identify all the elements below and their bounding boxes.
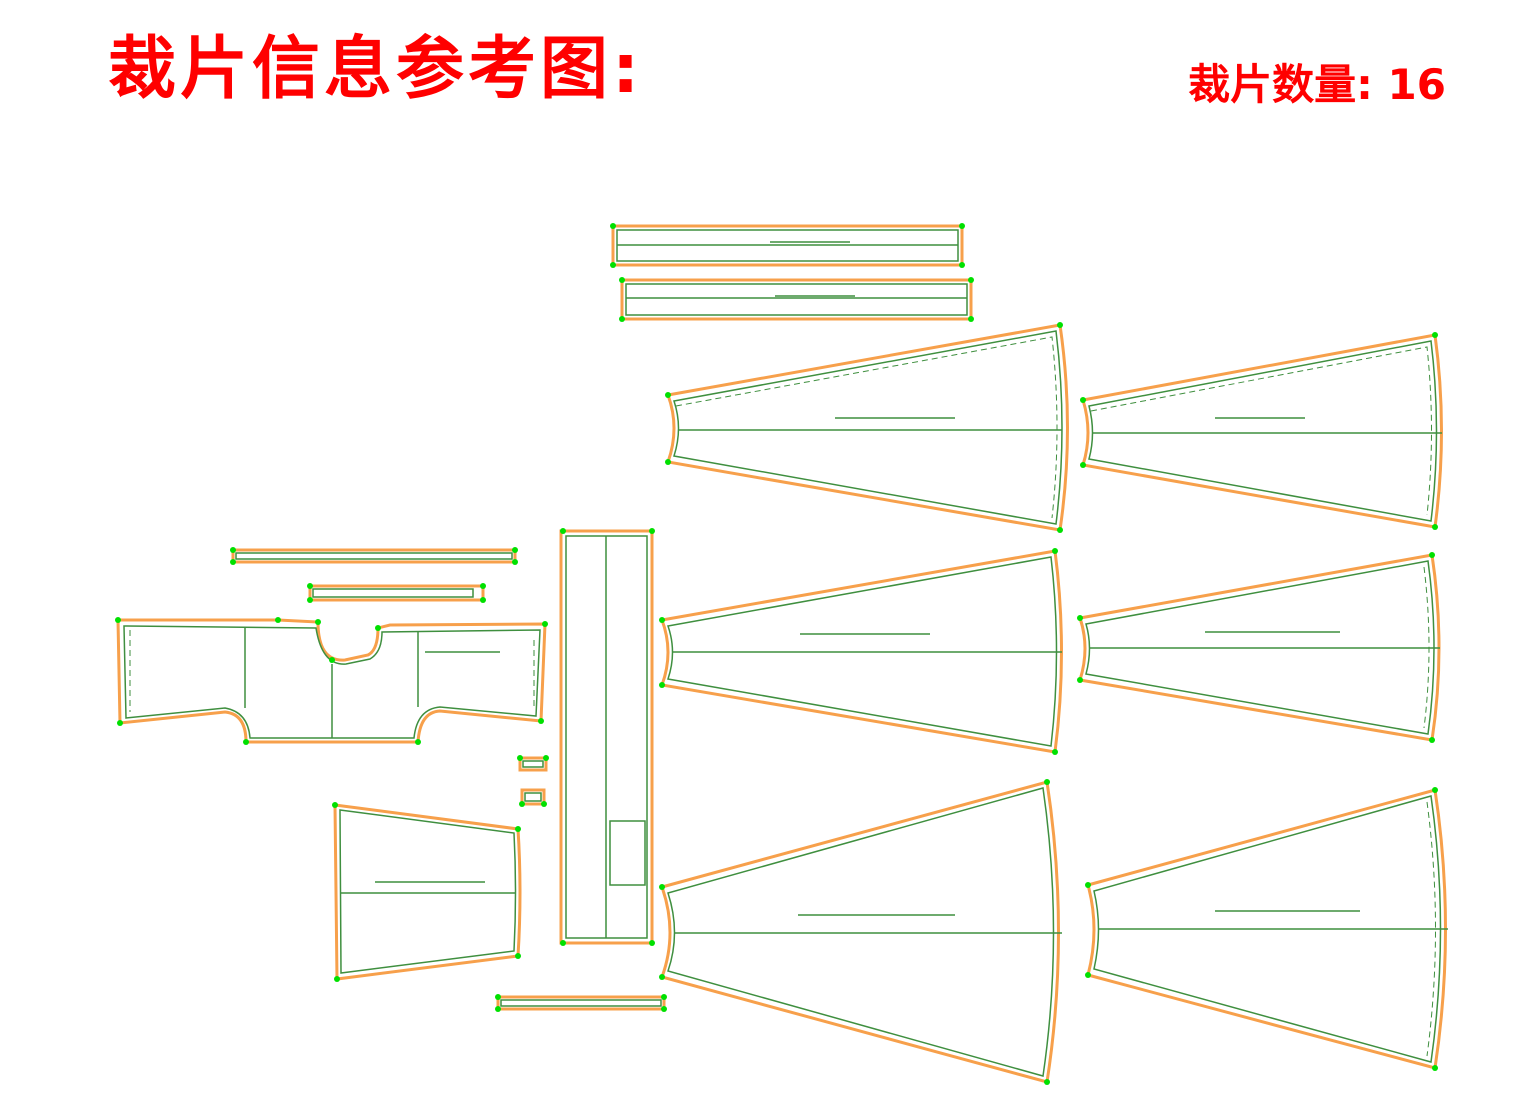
corner-point <box>659 617 665 623</box>
pattern-piece-bodice <box>116 618 547 744</box>
corner-point <box>243 739 249 745</box>
pattern-piece-small-strip-3 <box>496 995 666 1011</box>
page-title: 裁片信息参考图: <box>108 30 644 109</box>
pattern-piece-tab-1 <box>518 756 548 772</box>
corner-point <box>959 223 965 229</box>
pattern-piece-skirt-b <box>1081 333 1443 529</box>
piece-count-label: 裁片数量: <box>1188 60 1373 109</box>
corner-point <box>307 583 313 589</box>
corner-point <box>1085 972 1091 978</box>
pattern-piece-sleeve <box>333 803 522 981</box>
pattern-piece-small-strip-2 <box>308 584 485 602</box>
corner-point <box>329 657 335 663</box>
corner-point <box>1432 332 1438 338</box>
corner-point <box>495 1006 501 1012</box>
corner-point <box>480 583 486 589</box>
corner-point <box>1077 615 1083 621</box>
corner-point <box>1432 524 1438 530</box>
corner-point <box>661 994 667 1000</box>
corner-point <box>315 619 321 625</box>
corner-point <box>543 755 549 761</box>
corner-point <box>519 801 525 807</box>
corner-point <box>1057 527 1063 533</box>
corner-point <box>230 547 236 553</box>
corner-point <box>517 755 523 761</box>
pattern-piece-skirt-c <box>659 549 1063 754</box>
piece-count: 裁片数量: 16 <box>1188 64 1446 106</box>
corner-point <box>1429 737 1435 743</box>
corner-point <box>560 528 566 534</box>
corner-point <box>959 262 965 268</box>
pattern-piece-skirt-d <box>1078 553 1441 742</box>
corner-point <box>332 802 338 808</box>
corner-point <box>334 976 340 982</box>
corner-point <box>538 718 544 724</box>
corner-point <box>117 720 123 726</box>
corner-point <box>541 801 547 807</box>
corner-point <box>495 994 501 1000</box>
corner-point <box>659 682 665 688</box>
corner-point <box>1044 779 1050 785</box>
corner-point <box>1432 787 1438 793</box>
pattern-piece-strip-1 <box>611 224 964 267</box>
pattern-piece-strip-2 <box>620 278 973 321</box>
pattern-piece-skirt-a <box>665 323 1069 532</box>
piece-count-value: 16 <box>1387 60 1446 109</box>
corner-point <box>1080 397 1086 403</box>
corner-point <box>560 940 566 946</box>
corner-point <box>512 547 518 553</box>
corner-point <box>512 559 518 565</box>
pattern-piece-placket <box>559 529 654 945</box>
corner-point <box>542 621 548 627</box>
corner-point <box>665 459 671 465</box>
corner-point <box>307 597 313 603</box>
corner-point <box>968 277 974 283</box>
corner-point <box>968 316 974 322</box>
corner-point <box>1432 1065 1438 1071</box>
corner-point <box>415 739 421 745</box>
corner-point <box>649 528 655 534</box>
corner-point <box>649 940 655 946</box>
corner-point <box>1080 462 1086 468</box>
corner-point <box>1052 548 1058 554</box>
corner-point <box>515 953 521 959</box>
corner-point <box>665 392 671 398</box>
corner-point <box>115 617 121 623</box>
corner-point <box>515 826 521 832</box>
corner-point <box>1052 749 1058 755</box>
corner-point <box>1077 677 1083 683</box>
pattern-piece-skirt-f <box>1086 788 1448 1070</box>
corner-point <box>610 262 616 268</box>
corner-point <box>610 223 616 229</box>
corner-points <box>115 223 1438 1085</box>
corner-point <box>619 277 625 283</box>
corner-point <box>375 625 381 631</box>
corner-point <box>619 316 625 322</box>
corner-point <box>659 974 665 980</box>
corner-point <box>659 884 665 890</box>
pattern-piece-skirt-e <box>660 780 1062 1084</box>
corner-point <box>1057 322 1063 328</box>
corner-point <box>661 1006 667 1012</box>
corner-point <box>1429 552 1435 558</box>
corner-point <box>480 597 486 603</box>
pattern-piece-small-strip-1 <box>231 548 517 564</box>
corner-point <box>1044 1079 1050 1085</box>
corner-point <box>230 559 236 565</box>
pattern-piece-tab-2 <box>520 788 546 806</box>
corner-point <box>275 617 281 623</box>
corner-point <box>1085 882 1091 888</box>
